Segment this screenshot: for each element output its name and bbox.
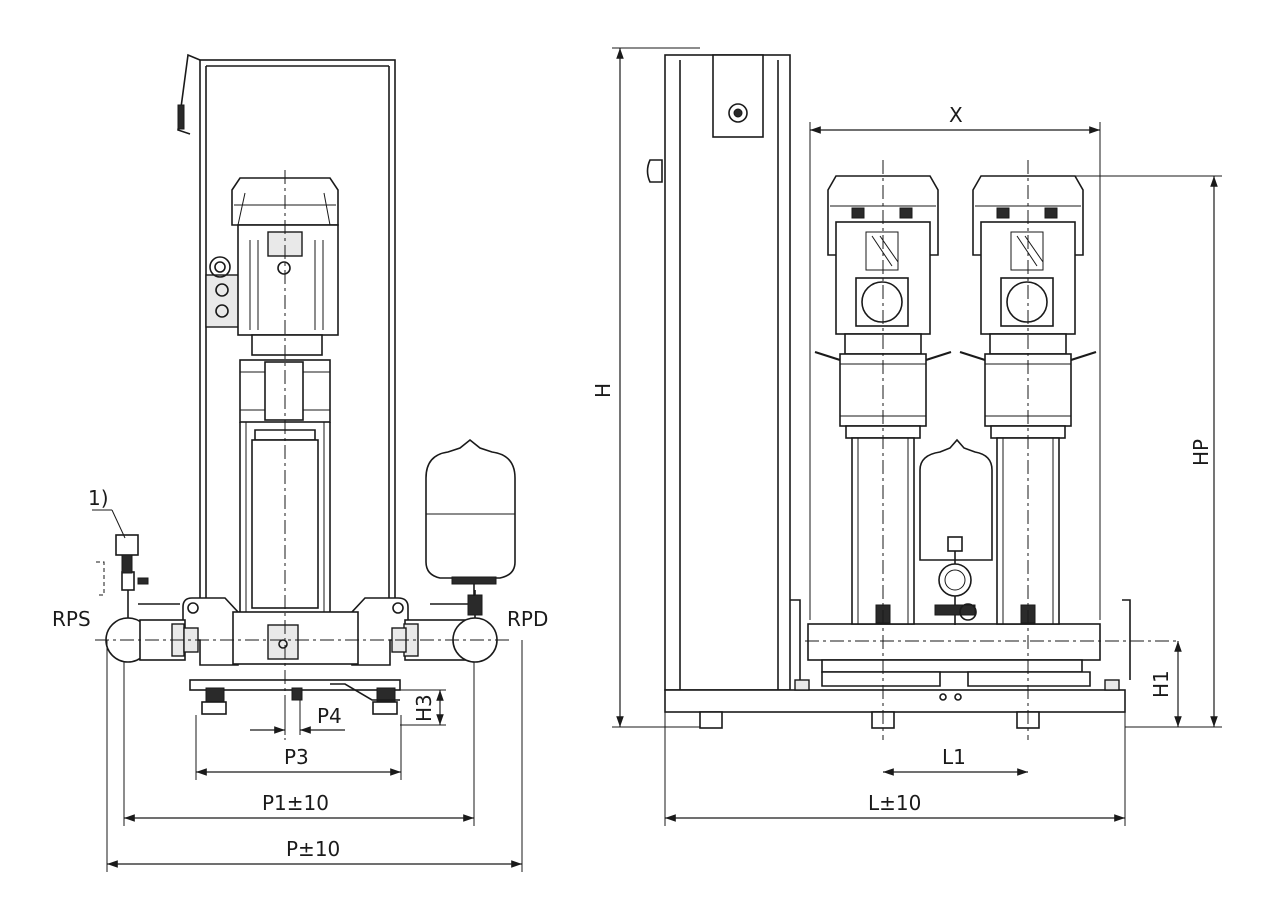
dim-l1-label: L1: [942, 745, 966, 769]
side-view: [92, 53, 523, 872]
discharge-port-label: RPD: [507, 607, 548, 631]
dim-x-label: X: [949, 103, 963, 127]
discharge-manifold: [391, 590, 498, 663]
dim-hp-label: HP: [1189, 439, 1213, 466]
pressure-gauge-assembly: [934, 536, 977, 625]
dim-p4-label: P4: [317, 704, 342, 728]
base-frame-front: [664, 679, 1126, 729]
dim-p1-label: P1±10: [262, 791, 329, 815]
dim-h-label: H: [591, 383, 615, 398]
dim-p3-label: P3: [284, 745, 309, 769]
base-frame-side: [182, 597, 409, 715]
control-cabinet-front: [646, 54, 791, 691]
dim-p-label: P±10: [286, 837, 340, 861]
suction-port-label: RPS: [52, 607, 91, 631]
suction-manifold: [92, 509, 199, 663]
footnote-marker-label: 1): [88, 486, 109, 510]
manifold-front: [807, 623, 1101, 687]
dim-l-label: L±10: [868, 791, 921, 815]
expansion-vessel-side: [425, 438, 516, 596]
front-view: [612, 47, 1222, 826]
expansion-vessel-front: [919, 438, 993, 561]
dim-h1-label: H1: [1149, 670, 1173, 698]
dim-h3-label: H3: [412, 694, 436, 722]
